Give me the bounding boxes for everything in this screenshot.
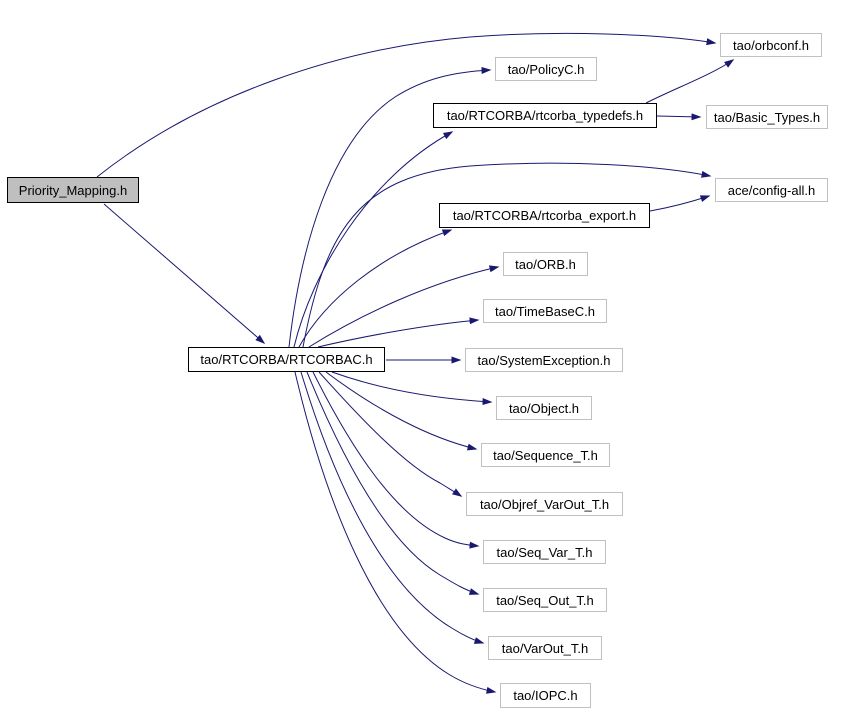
- node-tao-timebasec-h: tao/TimeBaseC.h: [483, 299, 607, 323]
- edge-rtcorba-export-to-config-all: [649, 195, 711, 212]
- edge-rtcorbac-to-rtcorba-export: [298, 229, 453, 348]
- edge-rtcorbac-to-object: [331, 371, 493, 405]
- edge-rtcorba-typedefs-to-basic-types: [656, 113, 702, 121]
- node-tao-rtcorba-rtcorba-export-h[interactable]: tao/RTCORBA/rtcorba_export.h: [439, 203, 650, 228]
- edge-rtcorbac-to-varout-t: [300, 371, 485, 644]
- edge-rtcorbac-to-iopc: [294, 371, 497, 694]
- node-tao-systemexception-h: tao/SystemException.h: [465, 348, 623, 372]
- node-tao-varout-t-h: tao/VarOut_T.h: [488, 636, 602, 660]
- node-tao-orbconf-h: tao/orbconf.h: [720, 33, 822, 57]
- edge-rtcorbac-to-policyc: [288, 66, 492, 348]
- node-tao-orb-h: tao/ORB.h: [503, 252, 588, 276]
- node-tao-objref-varout-t-h: tao/Objref_VarOut_T.h: [466, 492, 623, 516]
- edge-rtcorbac-to-objref-varout-t: [318, 371, 463, 497]
- edge-rtcorbac-to-sequence-t: [325, 371, 478, 451]
- node-tao-policyc-h: tao/PolicyC.h: [495, 57, 597, 81]
- node-tao-seq-out-t-h: tao/Seq_Out_T.h: [483, 588, 607, 612]
- node-ace-config-all-h: ace/config-all.h: [715, 178, 828, 202]
- node-tao-rtcorba-rtcorba-typedefs-h[interactable]: tao/RTCORBA/rtcorba_typedefs.h: [433, 103, 657, 128]
- node-priority-mapping-h: Priority_Mapping.h: [7, 177, 139, 203]
- node-tao-iopc-h: tao/IOPC.h: [500, 683, 591, 708]
- node-tao-rtcorba-rtcorbac-h[interactable]: tao/RTCORBA/RTCORBAC.h: [188, 347, 385, 372]
- edge-rtcorbac-to-orb: [308, 265, 500, 348]
- edge-priority-mapping-to-rtcorbac: [103, 203, 266, 344]
- edge-rtcorba-typedefs-to-orbconf: [645, 59, 735, 104]
- node-tao-sequence-t-h: tao/Sequence_T.h: [481, 443, 610, 467]
- edge-rtcorbac-to-config-all: [302, 162, 712, 348]
- edge-priority-mapping-to-orbconf: [96, 32, 717, 178]
- node-tao-seq-var-t-h: tao/Seq_Var_T.h: [483, 540, 606, 564]
- node-tao-object-h: tao/Object.h: [496, 396, 592, 420]
- edge-rtcorbac-to-seq-out-t: [306, 371, 480, 595]
- edge-rtcorbac-to-timebasec: [317, 317, 480, 348]
- edge-rtcorbac-to-rtcorba-typedefs: [293, 131, 454, 348]
- node-tao-basic-types-h: tao/Basic_Types.h: [706, 105, 828, 129]
- edge-rtcorbac-to-seq-var-t: [312, 371, 480, 549]
